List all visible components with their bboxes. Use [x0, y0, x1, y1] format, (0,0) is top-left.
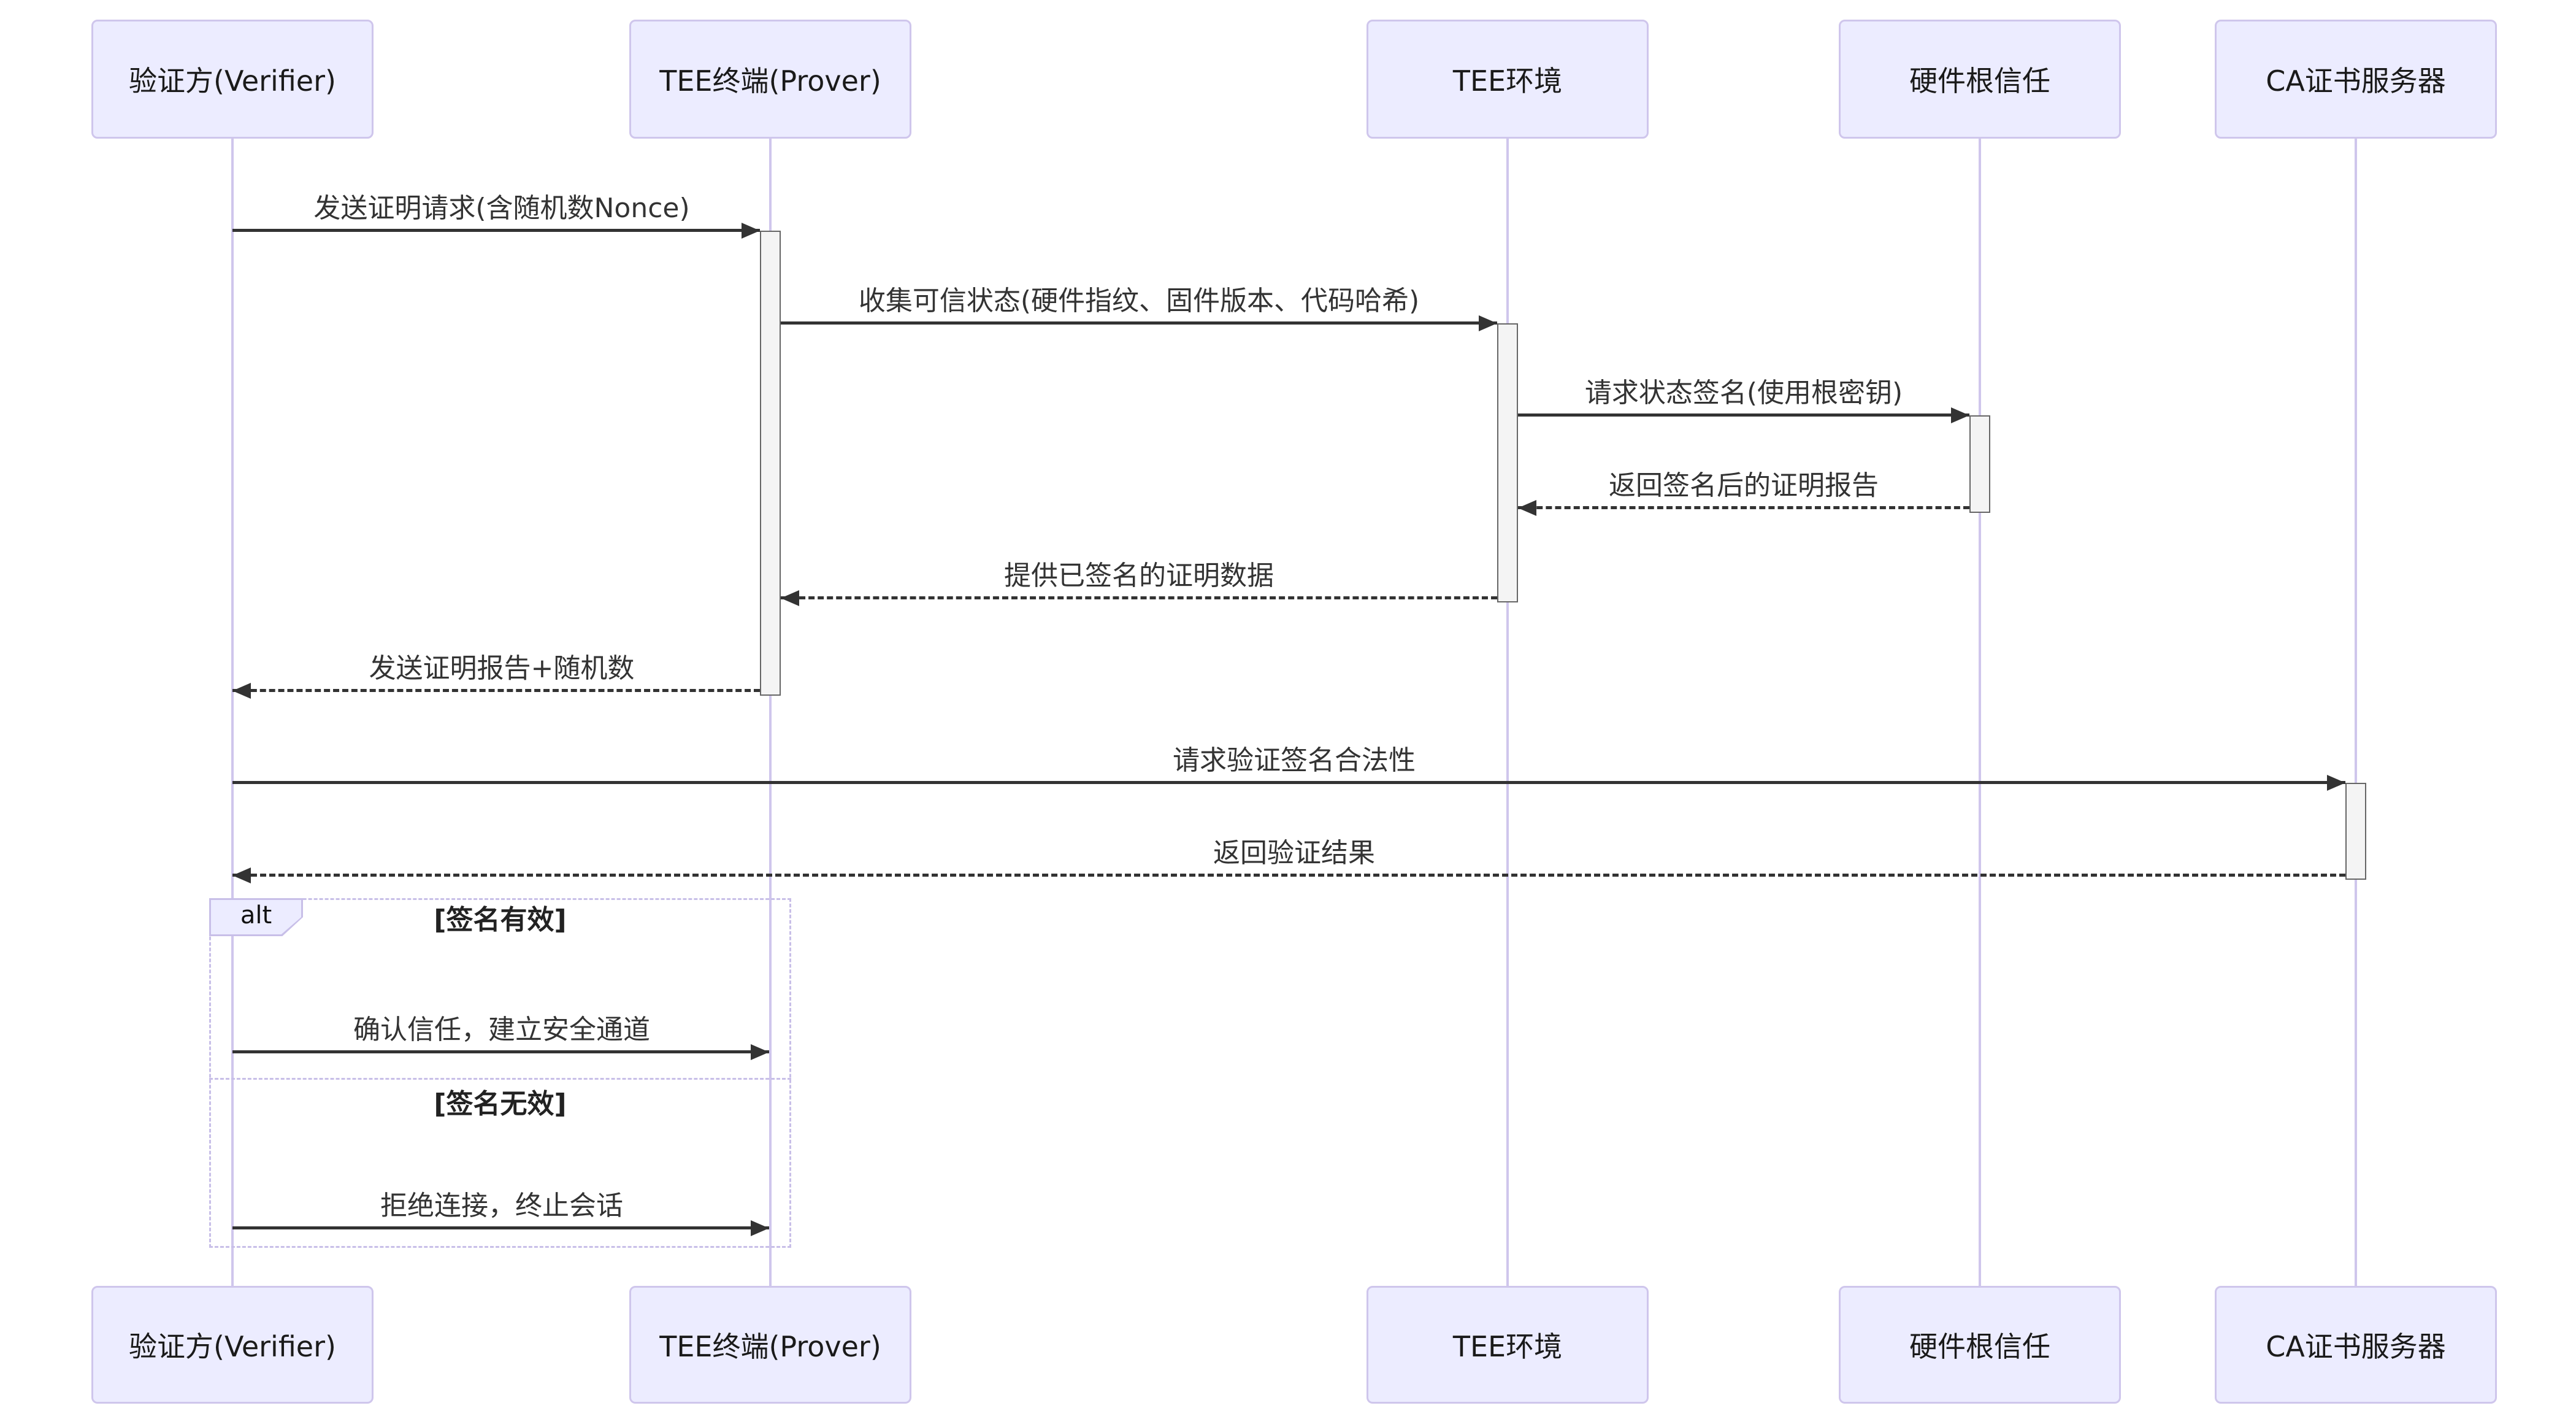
- actor-label: 硬件根信任: [1909, 64, 2050, 98]
- actor-label: 验证方(Verifier): [129, 64, 336, 98]
- lifeline-tee-env: [1506, 139, 1509, 1286]
- message-7-line: [232, 781, 2345, 784]
- actor-label: TEE终端(Prover): [659, 64, 881, 98]
- actor-bottom-tee-env: TEE环境: [1367, 1286, 1649, 1404]
- alt-message-1-arrowhead: [751, 1044, 769, 1060]
- message-3-line: [1518, 413, 1969, 417]
- actor-bottom-verifier: 验证方(Verifier): [91, 1286, 374, 1404]
- message-6-label: 发送证明报告+随机数: [369, 653, 635, 684]
- message-8-label: 返回验证结果: [1213, 837, 1375, 869]
- message-1-arrowhead: [742, 223, 760, 239]
- message-2-arrowhead: [1479, 315, 1497, 331]
- lifeline-prover: [769, 139, 772, 1286]
- activation-hw-root: [1969, 415, 1990, 513]
- actor-bottom-ca-server: CA证书服务器: [2215, 1286, 2497, 1404]
- message-1-line: [232, 229, 760, 232]
- message-6-line: [232, 689, 760, 692]
- alt-section-divider: [209, 1078, 791, 1080]
- actor-label: 硬件根信任: [1909, 1330, 2050, 1363]
- message-3-arrowhead: [1951, 407, 1969, 423]
- message-7-label: 请求验证签名合法性: [1173, 745, 1416, 776]
- message-7-arrowhead: [2327, 775, 2345, 791]
- alt-message-1-label: 确认信任，建立安全通道: [353, 1014, 650, 1045]
- message-3-label: 请求状态签名(使用根密钥): [1584, 377, 1903, 409]
- actor-label: CA证书服务器: [2266, 64, 2446, 98]
- alt-message-2-line: [232, 1226, 769, 1229]
- alt-message-2-arrowhead: [751, 1220, 769, 1236]
- activation-ca-server: [2345, 783, 2366, 880]
- alt-keyword: alt: [240, 901, 272, 929]
- alt-label-tab: alt: [209, 898, 303, 936]
- message-4-line: [1518, 506, 1969, 509]
- activation-prover: [760, 231, 781, 696]
- message-6-arrowhead: [232, 683, 251, 699]
- message-5-label: 提供已签名的证明数据: [1004, 560, 1274, 591]
- message-2-label: 收集可信状态(硬件指纹、固件版本、代码哈希): [858, 285, 1420, 317]
- actor-label: TEE环境: [1452, 64, 1563, 98]
- actor-label: TEE终端(Prover): [659, 1330, 881, 1363]
- message-8-line: [232, 874, 2345, 877]
- actor-label: 验证方(Verifier): [129, 1330, 336, 1363]
- actor-bottom-prover: TEE终端(Prover): [629, 1286, 911, 1404]
- actor-top-hw-root: 硬件根信任: [1839, 20, 2121, 139]
- actor-top-tee-env: TEE环境: [1367, 20, 1649, 139]
- message-5-arrowhead: [781, 590, 799, 606]
- alt-message-1-line: [232, 1050, 769, 1053]
- actor-bottom-hw-root: 硬件根信任: [1839, 1286, 2121, 1404]
- message-4-arrowhead: [1518, 500, 1536, 516]
- message-4-label: 返回签名后的证明报告: [1609, 470, 1879, 501]
- message-2-line: [781, 321, 1497, 325]
- message-8-arrowhead: [232, 867, 251, 883]
- alt-condition-valid: [签名有效]: [434, 904, 567, 936]
- actor-label: CA证书服务器: [2266, 1330, 2446, 1363]
- alt-frame: [209, 898, 791, 1248]
- actor-top-verifier: 验证方(Verifier): [91, 20, 374, 139]
- actor-top-prover: TEE终端(Prover): [629, 20, 911, 139]
- alt-condition-invalid: [签名无效]: [434, 1088, 567, 1120]
- actor-top-ca-server: CA证书服务器: [2215, 20, 2497, 139]
- lifeline-ca-server: [2355, 139, 2357, 1286]
- lifeline-hw-root: [1979, 139, 1981, 1286]
- activation-tee-env: [1497, 323, 1518, 602]
- message-5-line: [781, 596, 1497, 599]
- actor-label: TEE环境: [1452, 1330, 1563, 1363]
- message-1-label: 发送证明请求(含随机数Nonce): [313, 193, 690, 224]
- lifeline-verifier: [231, 139, 234, 1286]
- alt-message-2-label: 拒绝连接，终止会话: [380, 1190, 623, 1221]
